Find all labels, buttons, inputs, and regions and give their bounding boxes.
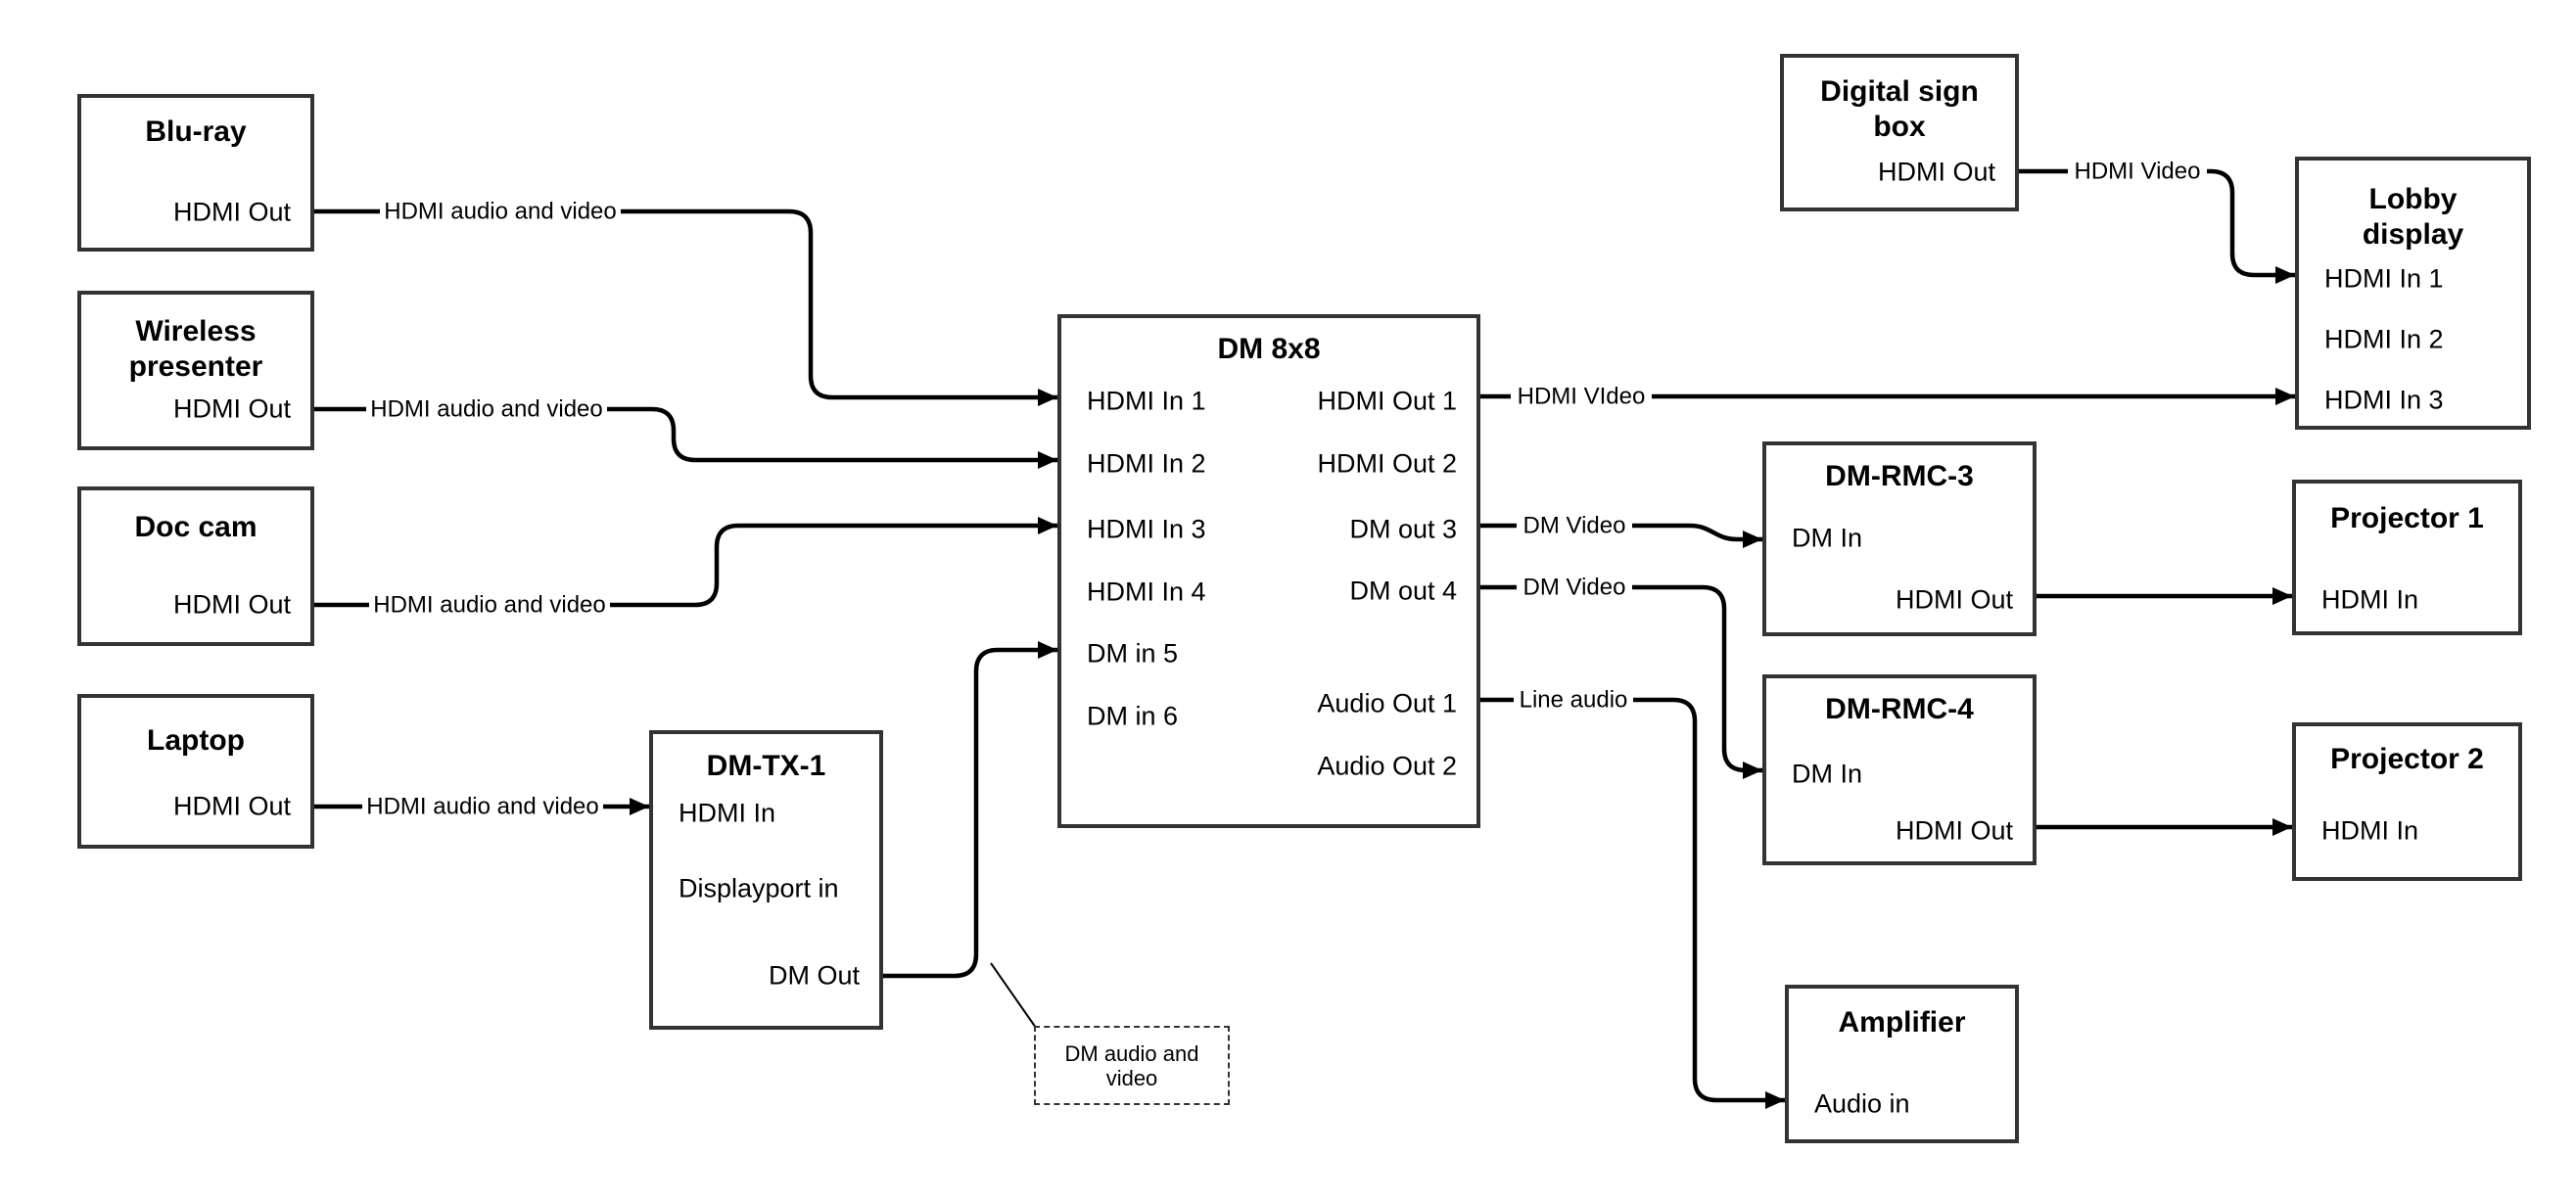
node-digital-sign-box: Digital sign box HDMI Out — [1780, 54, 2019, 211]
node-title: DM-RMC-4 — [1825, 693, 1974, 725]
node-title: Projector 1 — [2330, 502, 2484, 534]
node-title: display — [2362, 218, 2464, 251]
wire-label-hdmi-video-out1: HDMI VIdeo — [1511, 383, 1652, 410]
port-hdmi-out-2: HDMI Out 2 — [1317, 448, 1457, 479]
port-dm-in: DM In — [1792, 759, 1863, 789]
node-title: Digital sign — [1820, 75, 1979, 108]
wire-dm8x8-out4-to-rmc4 — [1480, 584, 1762, 779]
svg-text:Line audio: Line audio — [1520, 687, 1628, 714]
node-title: box — [1873, 111, 1926, 143]
port-dm-in-5: DM in 5 — [1087, 638, 1179, 669]
node-title: Lobby — [2368, 183, 2458, 215]
port-hdmi-out: HDMI Out — [1877, 157, 1995, 187]
svg-text:HDMI Video: HDMI Video — [2075, 159, 2201, 185]
wire-bluray-to-dm8x8-in1 — [314, 208, 1057, 406]
node-laptop: Laptop HDMI Out — [77, 694, 314, 849]
node-dm-8x8: DM 8x8 HDMI In 1 HDMI In 2 HDMI In 3 HDM… — [1057, 314, 1480, 828]
port-hdmi-in-1: HDMI In 1 — [1087, 386, 1206, 416]
port-dm-out: DM Out — [768, 960, 860, 991]
port-hdmi-out: HDMI Out — [172, 791, 291, 821]
node-lobby-display: Lobby display HDMI In 1 HDMI In 2 HDMI I… — [2295, 157, 2531, 430]
svg-text:HDMI audio and video: HDMI audio and video — [384, 199, 616, 225]
wire-label-dm-video-out4: DM Video — [1517, 574, 1632, 601]
port-hdmi-out: HDMI Out — [172, 393, 291, 424]
node-title: DM-RMC-3 — [1825, 460, 1974, 492]
port-audio-out-2: Audio Out 2 — [1317, 751, 1457, 781]
port-dm-in: DM In — [1792, 523, 1863, 553]
port-hdmi-in-2: HDMI In 2 — [1087, 448, 1206, 479]
node-wireless-presenter: Wireless presenter HDMI Out — [77, 291, 314, 450]
node-title: presenter — [128, 350, 263, 383]
node-dm-tx-1: DM-TX-1 HDMI In Displayport in DM Out — [649, 730, 883, 1030]
port-hdmi-out-1: HDMI Out 1 — [1317, 386, 1457, 416]
port-hdmi-in: HDMI In — [2321, 584, 2419, 615]
wire-wireless-to-dm8x8-in2 — [314, 406, 1057, 469]
node-dm-rmc-4: DM-RMC-4 DM In HDMI Out — [1762, 674, 2037, 865]
svg-text:HDMI audio and video: HDMI audio and video — [373, 592, 605, 619]
wire-label-hdmi-video-sign: HDMI Video — [2068, 158, 2207, 185]
node-amplifier: Amplifier Audio in — [1785, 985, 2019, 1143]
note-text: DM audio and — [1064, 1041, 1199, 1066]
node-title: Doc cam — [134, 511, 258, 543]
port-hdmi-in-1: HDMI In 1 — [2324, 263, 2444, 294]
wire-label-wireless: HDMI audio and video — [366, 395, 607, 423]
node-title: Amplifier — [1838, 1006, 1966, 1039]
svg-text:HDMI audio and video: HDMI audio and video — [366, 794, 598, 820]
port-dm-out-3: DM out 3 — [1349, 514, 1457, 544]
port-audio-out-1: Audio Out 1 — [1317, 688, 1457, 718]
leader-dm-av-note — [990, 962, 1037, 1029]
note-dm-audio-video: DM audio and video — [1034, 1026, 1230, 1105]
port-hdmi-out: HDMI Out — [172, 197, 291, 227]
wire-audio1-to-amplifier — [1480, 697, 1785, 1109]
svg-text:DM Video: DM Video — [1523, 513, 1626, 539]
node-dm-rmc-3: DM-RMC-3 DM In HDMI Out — [1762, 441, 2037, 636]
port-dm-out-4: DM out 4 — [1349, 576, 1457, 606]
port-hdmi-out: HDMI Out — [1895, 584, 2013, 615]
port-displayport-in: Displayport in — [679, 873, 839, 903]
port-hdmi-in-4: HDMI In 4 — [1087, 577, 1206, 607]
node-title: DM-TX-1 — [706, 750, 826, 782]
wire-doccam-to-dm8x8-in3 — [314, 517, 1057, 608]
port-hdmi-in-2: HDMI In 2 — [2324, 324, 2444, 354]
wire-label-bluray: HDMI audio and video — [380, 198, 621, 225]
node-title: DM 8x8 — [1217, 333, 1321, 365]
port-hdmi-in-3: HDMI In 3 — [2324, 385, 2444, 415]
port-hdmi-in: HDMI In — [2321, 815, 2419, 846]
wire-sign-to-lobby-in1 — [2019, 168, 2295, 284]
wire-dm8x8-out3-to-rmc3 — [1480, 523, 1762, 548]
port-hdmi-out: HDMI Out — [1895, 815, 2013, 846]
svg-text:DM Video: DM Video — [1523, 575, 1626, 601]
node-title: Projector 2 — [2330, 743, 2484, 775]
node-projector-1: Projector 1 HDMI In — [2292, 480, 2522, 635]
port-dm-in-6: DM in 6 — [1087, 701, 1179, 731]
svg-text:HDMI audio and video: HDMI audio and video — [370, 396, 602, 423]
port-audio-in: Audio in — [1814, 1088, 1910, 1119]
node-doc-cam: Doc cam HDMI Out — [77, 486, 314, 646]
node-title: Laptop — [147, 724, 245, 757]
node-title: Wireless — [135, 315, 257, 347]
port-hdmi-in: HDMI In — [679, 798, 776, 828]
note-text: video — [1105, 1066, 1158, 1090]
svg-text:HDMI VIdeo: HDMI VIdeo — [1518, 384, 1646, 410]
node-title: Blu-ray — [145, 115, 247, 148]
node-bluray: Blu-ray HDMI Out — [77, 94, 314, 252]
wire-dmtx1-to-dm8x8-in5 — [883, 641, 1057, 979]
wire-label-laptop: HDMI audio and video — [362, 793, 603, 820]
wire-label-doccam: HDMI audio and video — [369, 591, 610, 619]
wire-label-dm-video-out3: DM Video — [1517, 512, 1632, 539]
node-projector-2: Projector 2 HDMI In — [2292, 722, 2522, 881]
wire-label-line-audio: Line audio — [1514, 686, 1633, 714]
port-hdmi-in-3: HDMI In 3 — [1087, 514, 1206, 544]
port-hdmi-out: HDMI Out — [172, 589, 291, 620]
